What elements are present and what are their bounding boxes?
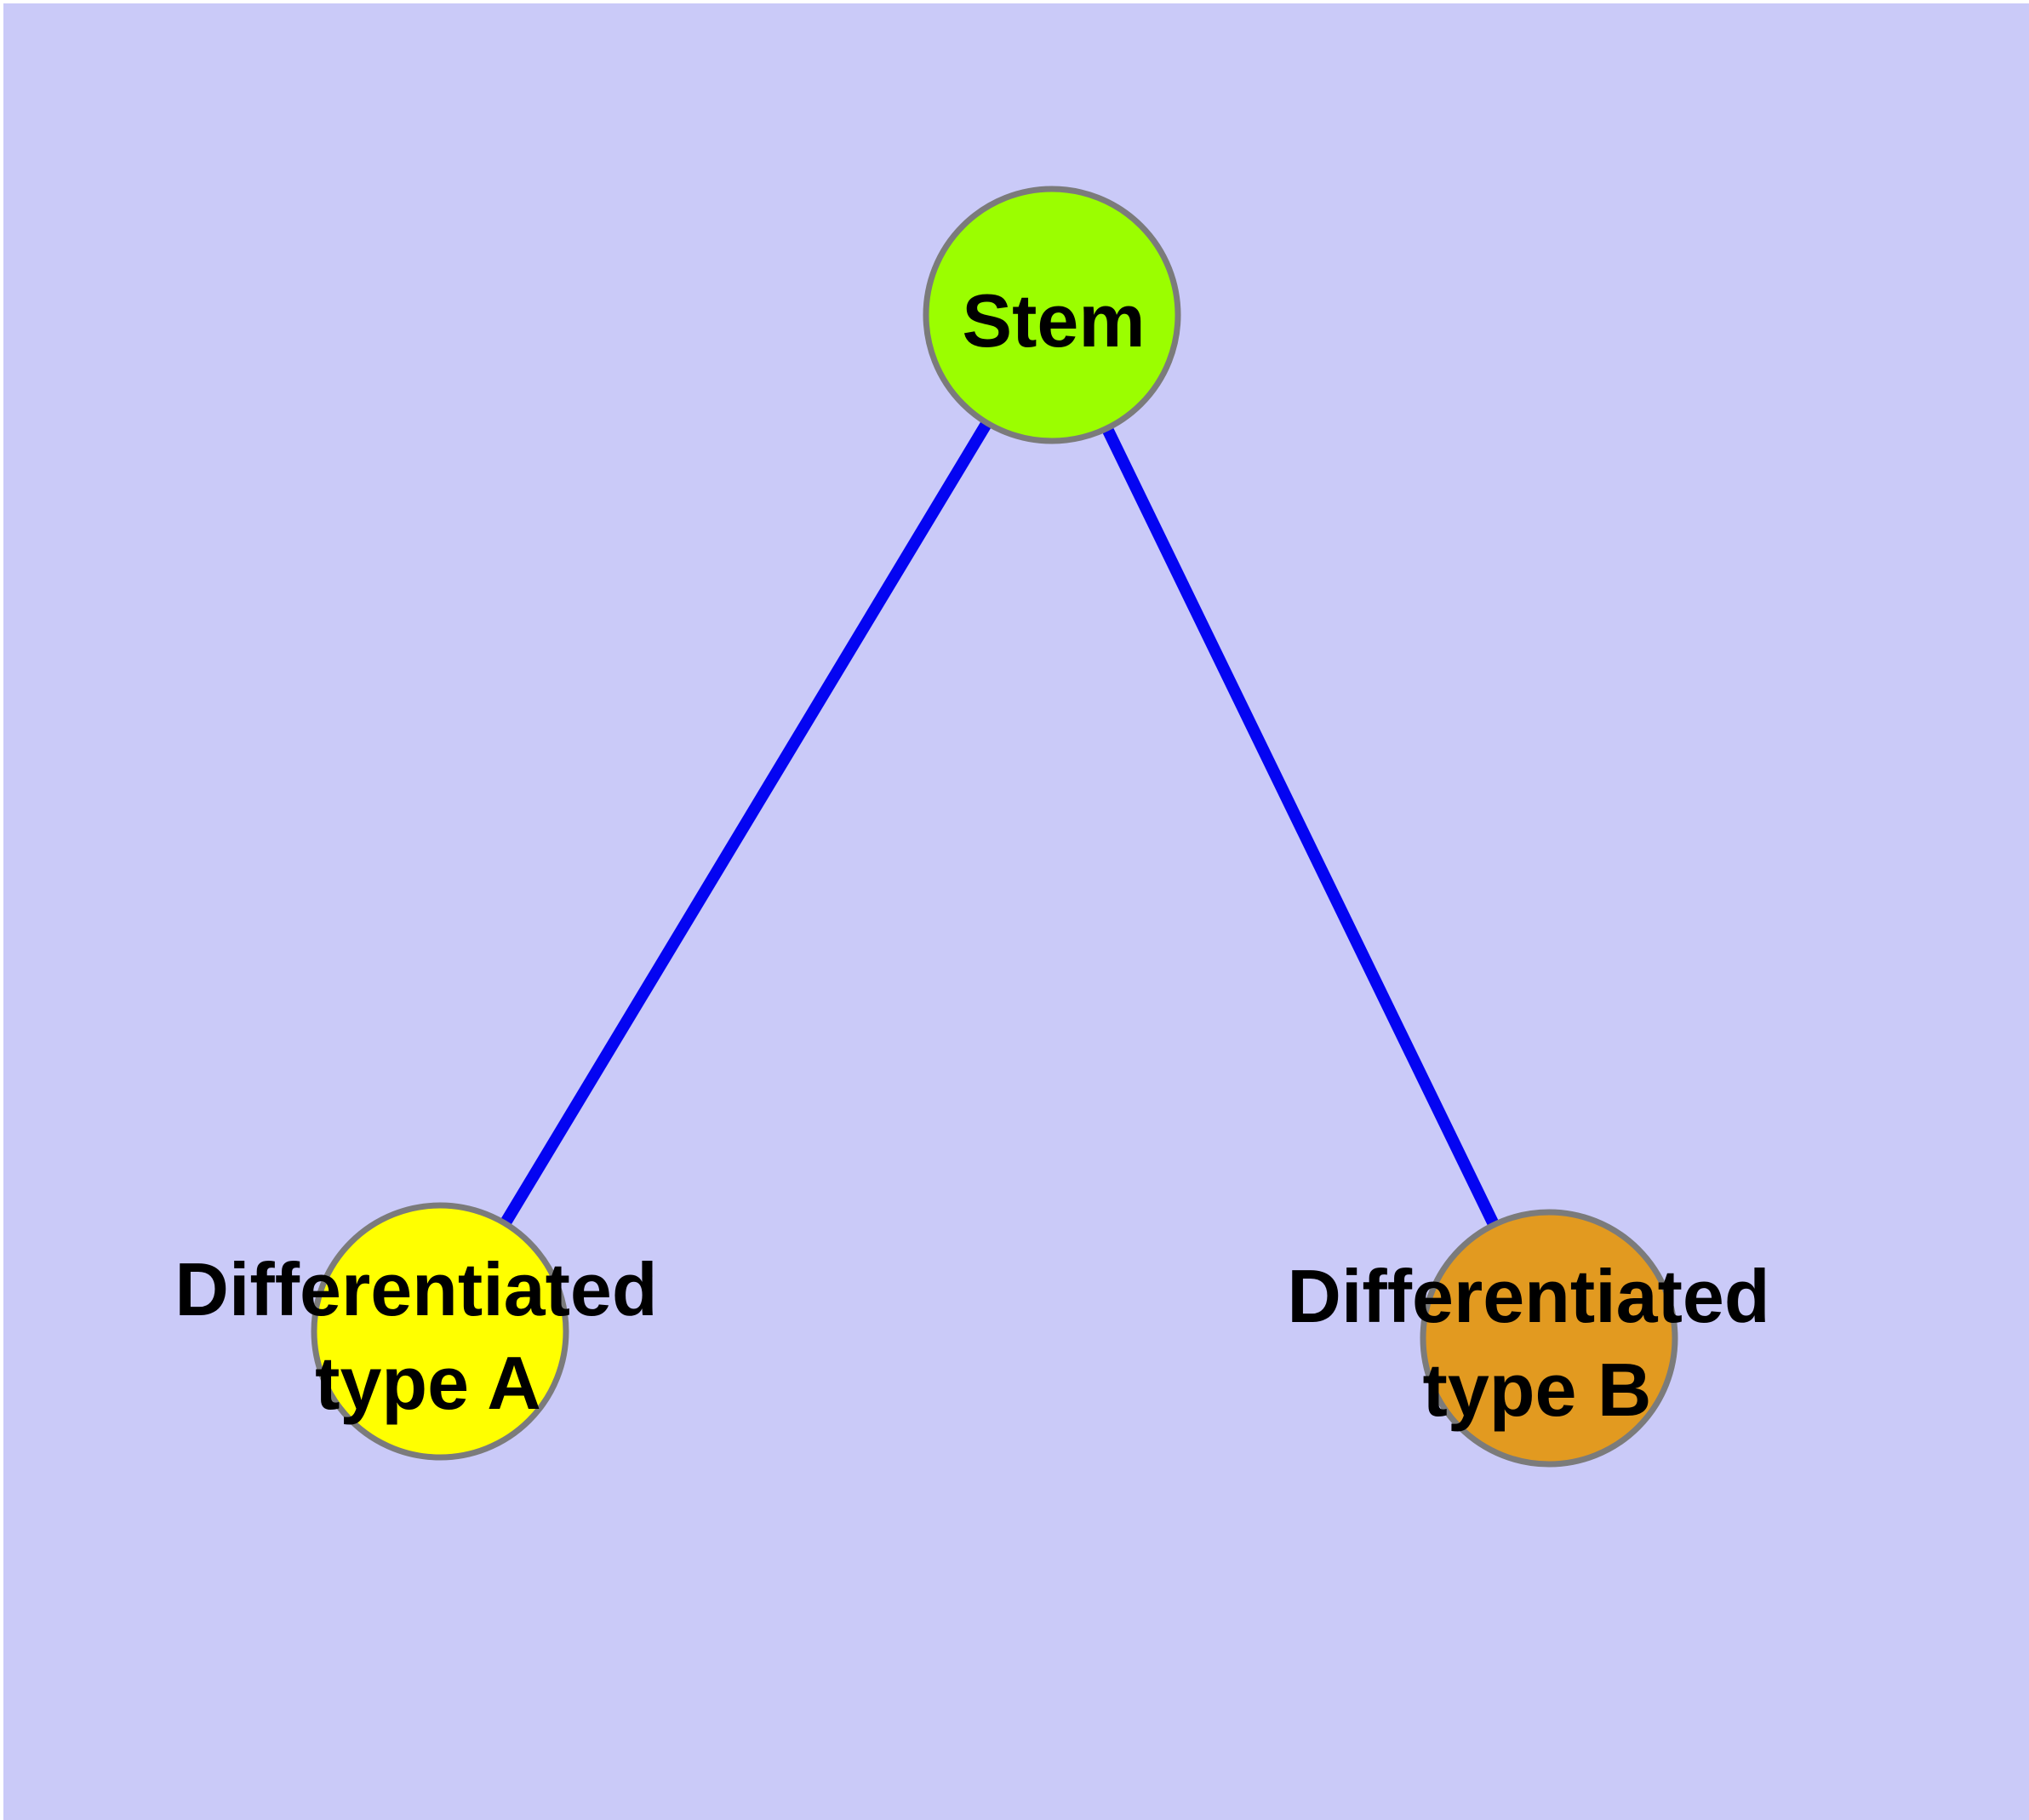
node-circle-type-a — [311, 1202, 569, 1461]
node-label-type-b-line2: type B — [1423, 1348, 1652, 1432]
node-label-stem: Stem — [962, 278, 1145, 363]
node-label-type-a-line2: type A — [315, 1341, 541, 1425]
edge-stem-to-type-b — [1046, 312, 1555, 1342]
node-label-type-b-line1: Differentiated — [1287, 1254, 1769, 1338]
node-circle-type-b — [1420, 1209, 1678, 1468]
node-label-type-a-line1: Differentiated — [174, 1247, 657, 1331]
node-circle-stem — [923, 186, 1181, 444]
edge-stem-to-type-a — [435, 312, 1057, 1335]
